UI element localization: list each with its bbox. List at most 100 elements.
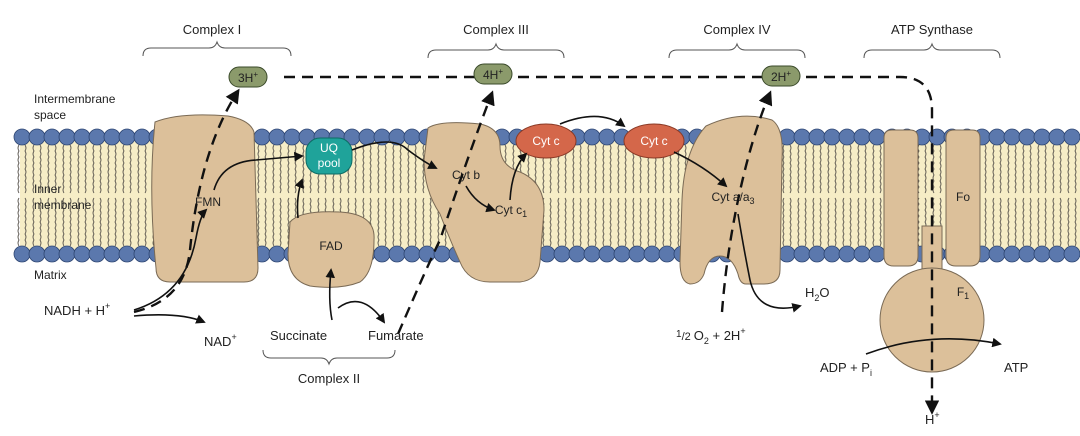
lipid-tail — [572, 197, 575, 247]
lipid-tail — [812, 197, 815, 247]
lipid-tail — [32, 197, 35, 247]
lipid-head — [358, 128, 376, 146]
atp-label: ATP — [1004, 360, 1028, 375]
lipid-tail — [354, 144, 357, 194]
lipid-tail — [137, 197, 140, 247]
lipid-head — [1033, 128, 1051, 146]
complex-ii-label: Complex II — [298, 371, 360, 386]
lipid-tail — [857, 144, 860, 194]
lipid-head — [13, 245, 31, 263]
lipid-head — [73, 128, 91, 146]
lipid-head — [838, 245, 856, 263]
complex-ii-bracket — [262, 349, 396, 366]
lipid-tail — [1059, 144, 1062, 194]
lipid-head — [1003, 128, 1021, 146]
lipid-tail — [992, 197, 995, 247]
lipid-tail — [834, 144, 837, 194]
lipid-head — [553, 245, 571, 263]
lipid-tail — [662, 197, 665, 247]
lipid-tail — [879, 197, 882, 247]
lipid-tail — [122, 144, 125, 194]
lipid-tail — [842, 144, 845, 194]
lipid-head — [988, 245, 1006, 263]
lipid-tail — [24, 144, 27, 194]
lipid-tail — [62, 144, 65, 194]
lipid-tail — [392, 144, 395, 194]
lipid-head — [73, 245, 91, 263]
lipid-tail — [39, 144, 42, 194]
lipid-tail — [677, 197, 680, 247]
water-label: H2O — [805, 285, 830, 303]
lipid-head — [1048, 245, 1066, 263]
lipid-tail — [122, 197, 125, 247]
lipid-tail — [69, 144, 72, 194]
lipid-tail — [834, 197, 837, 247]
lipid-tail — [579, 197, 582, 247]
complex-iv-bracket — [668, 42, 806, 59]
complex-iii-bracket — [427, 42, 565, 59]
lipid-head — [43, 245, 61, 263]
lipid-tail — [594, 144, 597, 194]
inner-membrane-label-2: membrane — [34, 198, 92, 212]
lipid-tail — [1067, 197, 1070, 247]
lipid-head — [853, 245, 871, 263]
lipid-head — [1048, 128, 1066, 146]
lipid-tail — [669, 197, 672, 247]
lipid-tail — [429, 197, 432, 247]
lipid-head — [808, 128, 826, 146]
lipid-tail — [1014, 144, 1017, 194]
lipid-tail — [819, 144, 822, 194]
lipid-tail — [287, 144, 290, 194]
lipid-tail — [39, 197, 42, 247]
lipid-tail — [92, 197, 95, 247]
uq-to-cytb-arrow — [351, 141, 438, 169]
lipid-tail — [407, 197, 410, 247]
lipid-tail — [279, 197, 282, 247]
succinate-label: Succinate — [270, 328, 327, 343]
lipid-tail — [392, 197, 395, 247]
cyt-c-right-label: Cyt c — [640, 134, 667, 148]
lipid-head — [43, 128, 61, 146]
lipid-head — [823, 245, 841, 263]
f1-subunit — [879, 267, 985, 373]
lipid-head — [373, 245, 391, 263]
complex-i-bracket — [142, 40, 292, 57]
lipid-tail — [84, 144, 87, 194]
lipid-head — [268, 128, 286, 146]
fad-label: FAD — [319, 239, 343, 253]
lipid-tail — [144, 144, 147, 194]
lipid-head — [583, 128, 601, 146]
cyt-aa3-label: Cyt a/a3 — [711, 190, 754, 206]
lipid-head — [103, 128, 121, 146]
complex-i-protein — [151, 114, 259, 283]
lipid-tail — [69, 197, 72, 247]
fo-subunit-right — [945, 129, 981, 267]
lipid-tail — [639, 197, 642, 247]
lipid-head — [1003, 245, 1021, 263]
lipid-tail — [804, 144, 807, 194]
lipid-head — [868, 128, 886, 146]
lipid-tail — [999, 197, 1002, 247]
intermembrane-label-2: space — [34, 108, 66, 122]
lipid-head — [823, 128, 841, 146]
lipid-tail — [17, 144, 20, 194]
lipid-tail — [992, 144, 995, 194]
proton-badge-complex-i: 3H+ — [228, 66, 268, 88]
lipid-tail — [804, 197, 807, 247]
lipid-tail — [579, 144, 582, 194]
lipid-head — [58, 128, 76, 146]
atp-synthase-bracket — [863, 42, 1001, 59]
lipid-tail — [602, 197, 605, 247]
lipid-tail — [827, 144, 830, 194]
lipid-tail — [594, 197, 597, 247]
lipid-tail — [864, 144, 867, 194]
lipid-head — [808, 245, 826, 263]
cyt-c1-label: Cyt c1 — [495, 203, 527, 219]
lipid-head — [418, 245, 436, 263]
lipid-head — [598, 245, 616, 263]
lipid-head — [583, 245, 601, 263]
lipid-head — [613, 245, 631, 263]
lipid-tail — [857, 197, 860, 247]
nadh-to-nad-arrow — [133, 314, 206, 324]
lipid-tail — [144, 197, 147, 247]
